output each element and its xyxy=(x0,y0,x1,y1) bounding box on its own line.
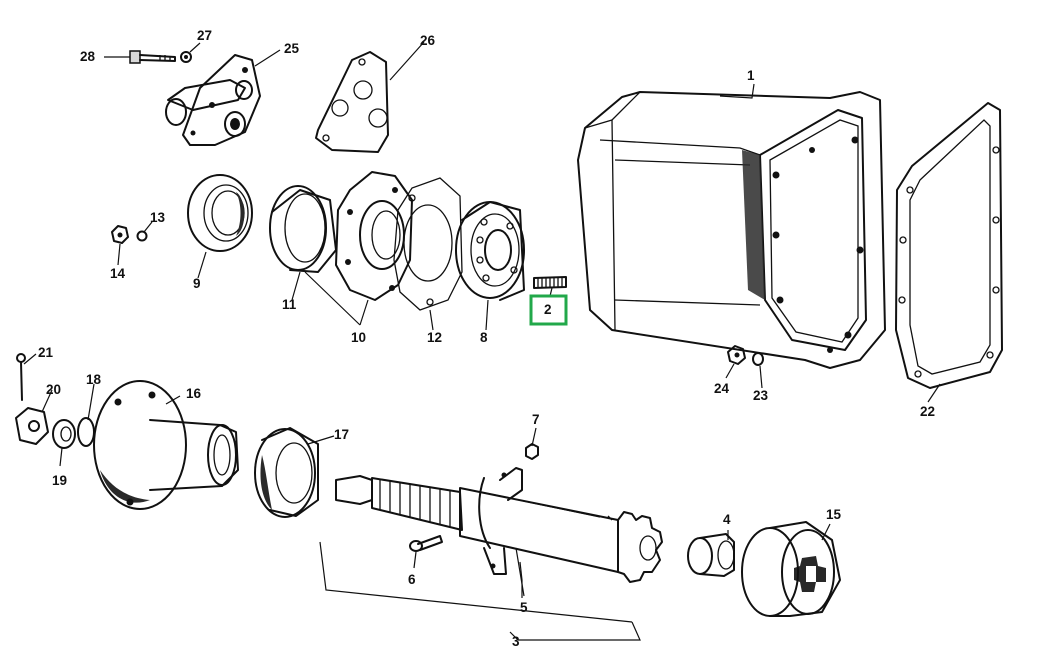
part-22-gasket xyxy=(895,102,1003,389)
part-14-nut xyxy=(111,225,129,244)
part-18-ring xyxy=(77,417,95,447)
callout-4: 4 xyxy=(723,512,731,527)
callout-20: 20 xyxy=(46,382,61,397)
callout-19: 19 xyxy=(52,473,67,488)
part-16-flange xyxy=(93,380,239,510)
part-25-housing xyxy=(165,54,261,146)
callout-12: 12 xyxy=(427,330,442,345)
callout-16: 16 xyxy=(186,386,202,401)
callout-17: 17 xyxy=(334,427,349,442)
part-28-bolt xyxy=(129,50,176,64)
leader-lines xyxy=(23,41,941,641)
callout-24: 24 xyxy=(714,381,730,396)
callout-2: 2 xyxy=(544,302,552,317)
part-24-nut xyxy=(727,345,746,365)
part-20-castle-nut xyxy=(15,407,49,445)
callout-27: 27 xyxy=(197,28,212,43)
part-1-casing xyxy=(577,91,886,369)
callout-22: 22 xyxy=(920,404,935,419)
callout-9: 9 xyxy=(193,276,201,291)
part-9-seal xyxy=(187,174,253,252)
callout-18: 18 xyxy=(86,372,102,387)
callout-5: 5 xyxy=(520,600,528,615)
part-15-coupling xyxy=(741,521,841,617)
part-23-washer xyxy=(752,352,764,366)
part-8-bearing xyxy=(455,201,525,301)
callout-23: 23 xyxy=(753,388,769,403)
part-19-washer xyxy=(52,419,76,449)
callout-14: 14 xyxy=(110,266,126,281)
callout-13: 13 xyxy=(150,210,166,225)
callout-28: 28 xyxy=(80,49,96,64)
callout-25: 25 xyxy=(284,41,300,56)
part-3-shaft xyxy=(335,467,663,583)
callout-6: 6 xyxy=(408,572,416,587)
callout-11: 11 xyxy=(282,297,297,312)
callout-labels: 1 2 3 4 5 6 7 8 9 10 11 12 13 14 15 16 1… xyxy=(38,28,935,649)
callout-3: 3 xyxy=(512,634,520,649)
callout-7: 7 xyxy=(532,412,540,427)
part-7-nut xyxy=(525,443,539,460)
part-12-gasket xyxy=(393,177,463,311)
callout-15: 15 xyxy=(826,507,842,522)
part-4-bush xyxy=(687,533,735,577)
highlight-box xyxy=(529,294,568,326)
part-27-nut xyxy=(180,51,192,63)
part-26-gasket xyxy=(315,51,389,153)
callout-1: 1 xyxy=(747,68,755,83)
callout-21: 21 xyxy=(38,345,54,360)
part-2-stud xyxy=(533,276,567,289)
callout-10: 10 xyxy=(351,330,366,345)
callout-8: 8 xyxy=(480,330,488,345)
part-11-ring xyxy=(269,185,337,273)
part-17-seal xyxy=(254,427,319,518)
part-13-washer xyxy=(136,230,148,242)
part-6-bolt xyxy=(409,535,443,552)
callout-26: 26 xyxy=(420,33,436,48)
part-21-split-pin xyxy=(16,353,26,401)
part-10-flange xyxy=(335,171,413,301)
